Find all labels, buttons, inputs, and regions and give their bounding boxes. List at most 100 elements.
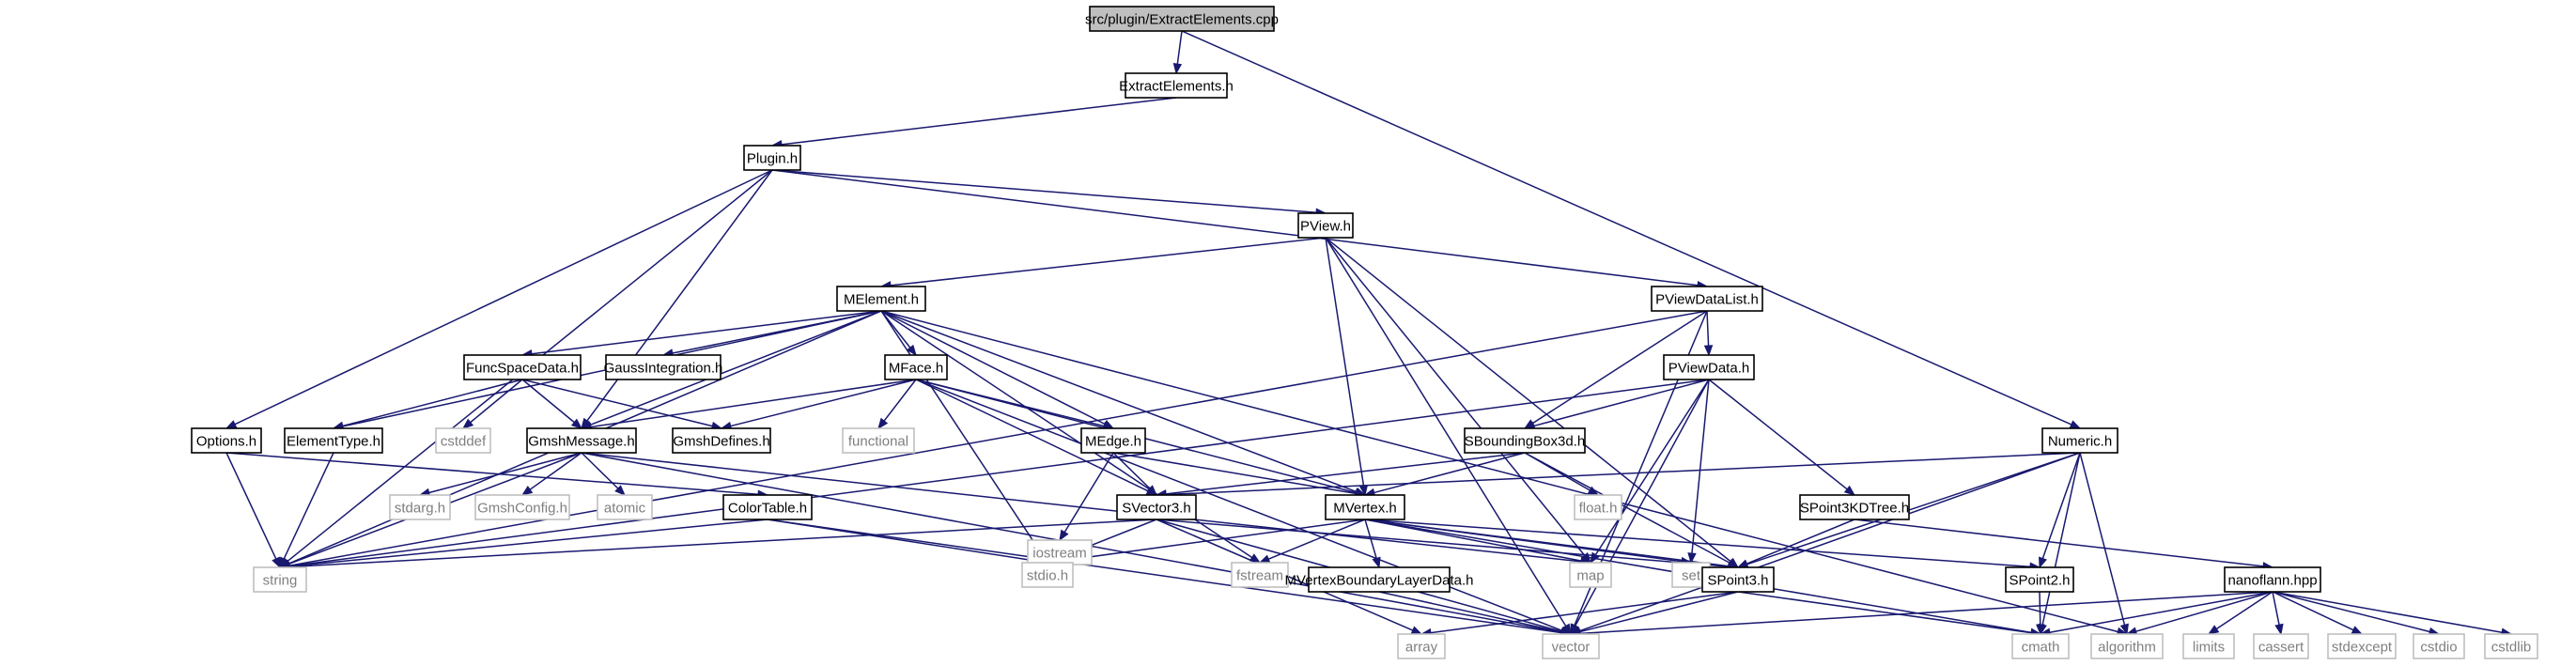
node-gmshdefines[interactable]: GmshDefines.h — [672, 427, 771, 454]
node-stdarg: stdarg.h — [389, 494, 451, 520]
node-cstddef: cstddef — [435, 427, 491, 454]
edge-nanoflann-to-stdexcept — [2272, 591, 2364, 635]
node-map: map — [1569, 562, 1612, 588]
node-layer: src/plugin/ExtractElements.cppExtractEle… — [191, 6, 2538, 659]
node-nanoflann[interactable]: nanoflann.hpp — [2224, 566, 2321, 593]
node-label: functional — [848, 434, 908, 450]
edge-mface-to-gmshdefines — [720, 379, 917, 431]
node-extract[interactable]: ExtractElements.h — [1119, 72, 1234, 99]
node-sbbox[interactable]: SBoundingBox3d.h — [1464, 427, 1586, 454]
node-spoint3kd[interactable]: SPoint3KDTree.h — [1799, 494, 1910, 520]
node-cmath: cmath — [2011, 633, 2070, 659]
node-pviewdata[interactable]: PViewData.h — [1663, 354, 1755, 380]
edge-options-to-string — [225, 452, 281, 569]
node-label: set — [1682, 568, 1701, 584]
node-label: Options.h — [196, 434, 256, 450]
node-colortable[interactable]: ColorTable.h — [722, 494, 813, 520]
node-spoint2[interactable]: SPoint2.h — [2005, 566, 2074, 593]
node-label: SPoint2.h — [2009, 573, 2070, 589]
node-label: SVector3.h — [1122, 501, 1190, 517]
node-atomic: atomic — [597, 494, 653, 520]
node-gaussint[interactable]: GaussIntegration.h — [604, 354, 723, 380]
edge-nanoflann-to-cassert — [2272, 591, 2284, 636]
node-floath: float.h — [1574, 494, 1622, 520]
node-cstdio: cstdio — [2413, 633, 2465, 659]
node-array: array — [1397, 633, 1446, 659]
node-label: MVertexBoundaryLayerData.h — [1285, 573, 1474, 589]
node-label: atomic — [604, 501, 646, 517]
node-iostream: iostream — [1027, 539, 1093, 565]
node-stdio: stdio.h — [1021, 562, 1074, 588]
node-label: SBoundingBox3d.h — [1465, 434, 1585, 450]
edge-plugin-to-gmshmsg — [581, 169, 773, 430]
node-label: PViewData.h — [1668, 361, 1749, 377]
node-label: stdarg.h — [395, 501, 445, 517]
node-label: cstdio — [2420, 640, 2457, 656]
edge-numeric-to-spoint2 — [2039, 452, 2081, 569]
edge-spoint3-to-cmath — [1737, 591, 2042, 638]
node-gmshmsg[interactable]: GmshMessage.h — [526, 427, 637, 454]
node-melement[interactable]: MElement.h — [836, 286, 926, 312]
edge-mface-to-gmshmsg — [580, 379, 917, 432]
node-cpp[interactable]: src/plugin/ExtractElements.cpp — [1085, 6, 1279, 32]
node-funcspace[interactable]: FuncSpaceData.h — [463, 354, 582, 380]
node-vector: vector — [1542, 633, 1600, 659]
node-label: MVertex.h — [1333, 501, 1397, 517]
node-label: GmshConfig.h — [477, 501, 567, 517]
node-elemtype[interactable]: ElementType.h — [284, 427, 383, 454]
node-functional: functional — [842, 427, 915, 454]
edge-melement-to-mvertex — [880, 310, 1367, 496]
node-label: stdio.h — [1027, 568, 1068, 584]
node-spoint3[interactable]: SPoint3.h — [1701, 566, 1775, 593]
node-label: nanoflann.hpp — [2227, 573, 2317, 589]
edge-pviewdatalist-to-pviewdata — [1703, 310, 1714, 357]
node-plugin[interactable]: Plugin.h — [743, 145, 801, 171]
edge-pview-to-melement — [879, 237, 1327, 290]
node-svector3[interactable]: SVector3.h — [1116, 494, 1197, 520]
node-label: string — [263, 573, 298, 589]
edge-numeric-to-algorithm — [2079, 452, 2129, 636]
edge-nanoflann-to-cstdlib — [2272, 591, 2513, 637]
node-label: PViewDataList.h — [1655, 292, 1759, 308]
edge-extract-to-plugin — [770, 97, 1177, 149]
node-label: iostream — [1032, 546, 1087, 562]
node-label: ColorTable.h — [728, 501, 807, 517]
node-label: MFace.h — [889, 361, 943, 377]
node-limits: limits — [2182, 633, 2235, 659]
node-label: GaussIntegration.h — [604, 361, 723, 377]
node-pviewdatalist[interactable]: PViewDataList.h — [1651, 286, 1763, 312]
node-label: cmath — [2022, 640, 2060, 656]
edge-pviewdata-to-set — [1687, 379, 1710, 565]
node-label: MEdge.h — [1085, 434, 1141, 450]
node-label: cstddef — [441, 434, 487, 450]
edge-plugin-to-pviewdatalist — [771, 169, 1709, 290]
node-label: limits — [2193, 640, 2225, 656]
edge-gmshmsg-to-stdarg — [418, 452, 582, 497]
node-mvertex[interactable]: MVertex.h — [1325, 494, 1405, 520]
node-label: array — [1405, 640, 1438, 656]
node-label: src/plugin/ExtractElements.cpp — [1085, 12, 1279, 28]
edge-nanoflann-to-algorithm — [2125, 591, 2273, 636]
node-cstdlib: cstdlib — [2484, 633, 2538, 659]
node-label: stdexcept — [2332, 640, 2393, 656]
node-numeric[interactable]: Numeric.h — [2041, 427, 2118, 454]
node-mvbl[interactable]: MVertexBoundaryLayerData.h — [1285, 566, 1474, 593]
edge-funcspace-to-cstddef — [461, 379, 523, 429]
edge-numeric-to-svector3 — [1155, 452, 2081, 500]
node-pview[interactable]: PView.h — [1297, 212, 1354, 239]
node-options[interactable]: Options.h — [191, 427, 262, 454]
node-label: GmshMessage.h — [528, 434, 634, 450]
edge-plugin-to-pview — [771, 169, 1327, 217]
edge-sbbox-to-mvertex — [1363, 452, 1526, 497]
edge-mface-to-functional — [877, 379, 917, 430]
node-cassert: cassert — [2253, 633, 2309, 659]
node-label: SPoint3KDTree.h — [1800, 501, 1909, 517]
edge-melement-to-fstream — [880, 310, 1262, 564]
node-label: cstdlib — [2491, 640, 2532, 656]
edge-spoint2-to-cmath — [2036, 591, 2045, 636]
node-mface[interactable]: MFace.h — [884, 354, 948, 380]
node-label: GmshDefines.h — [673, 434, 769, 450]
node-medge[interactable]: MEdge.h — [1080, 427, 1146, 454]
node-label: ElementType.h — [287, 434, 380, 450]
